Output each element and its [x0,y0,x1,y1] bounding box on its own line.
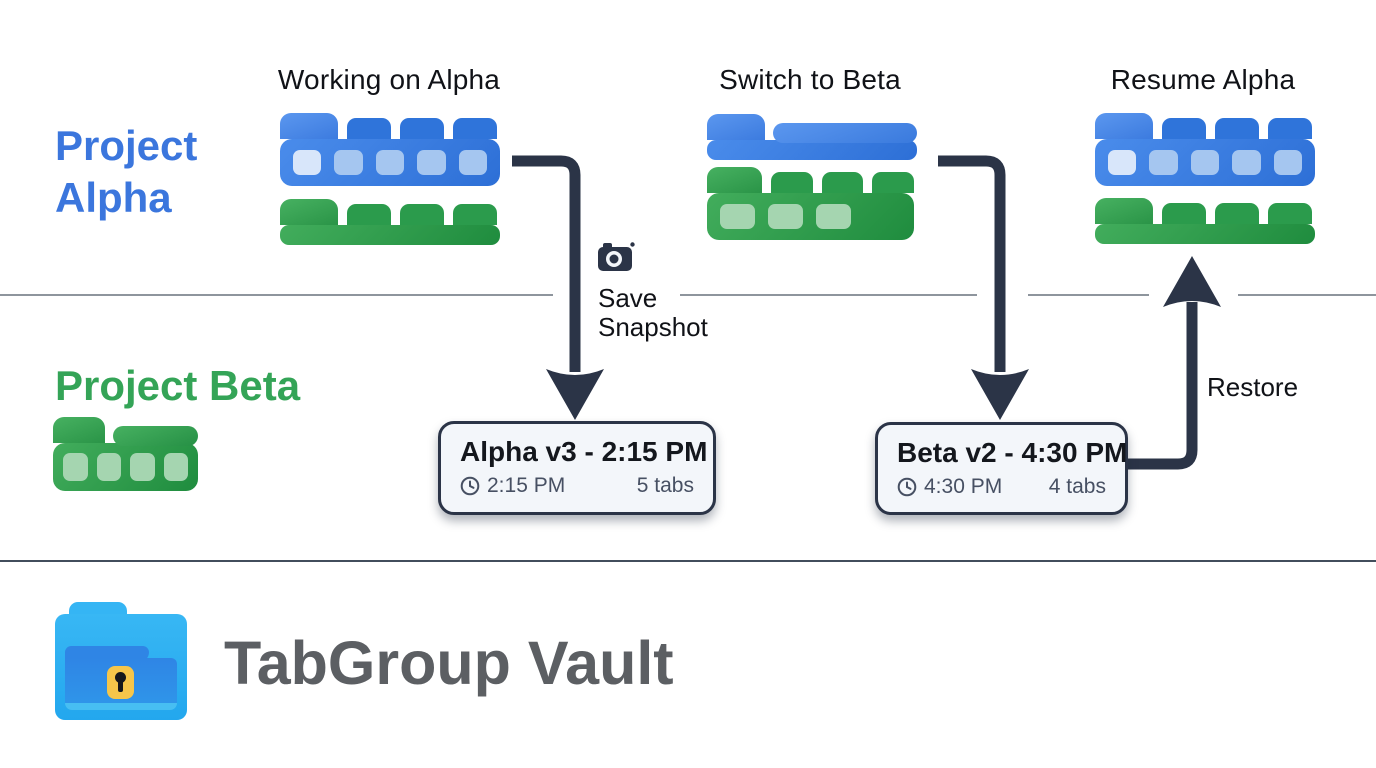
beta-tabgroup-active-icon [707,167,915,240]
stage-label-working-on-alpha: Working on Alpha [277,64,501,95]
browser-tab [417,150,446,175]
folder-tab [707,167,762,193]
browser-tab [1149,150,1178,175]
arrowhead-down [546,369,604,420]
alpha-tabgroup-active-icon [280,113,500,186]
browser-tab [163,453,188,481]
save-snapshot-annotation: Save Snapshot [598,240,748,343]
lane-label-project-beta: Project Beta [55,362,301,409]
vault-folder-lock-icon [55,602,187,720]
snapshot-tab-count: 5 tabs [636,474,694,497]
beta-tabgroup-collapsed-icon [280,199,500,245]
snapshot-title: Beta v2 - 4:30 PM [897,437,1128,468]
folder-tab [707,114,765,140]
snapshot-time: 2:15 PM [487,474,566,497]
browser-tab [130,453,155,481]
camera-icon [598,242,635,271]
browser-tab [816,204,851,229]
arrowhead-up [1163,256,1221,307]
browser-tab [334,150,363,175]
save-beta-arrow [938,155,1006,372]
app-title: TabGroup Vault [224,629,674,697]
lane-divider-segment [680,294,977,296]
footer-divider [0,560,1376,562]
lane-divider-segment [1238,294,1376,296]
folder-tab [1095,113,1153,139]
browser-tab [1273,150,1303,175]
lane-divider-segment [0,294,553,296]
browser-tab [1232,150,1261,175]
snapshot-card-alpha: Alpha v3 - 2:15 PM 2:15 PM 5 tabs [438,421,716,515]
snapshot-time: 4:30 PM [924,475,1003,498]
alpha-tabgroup-restored-icon [1095,113,1315,186]
browser-tab [375,150,405,175]
clock-icon [897,477,917,497]
project-beta-folder-icon [53,417,198,491]
browser-tab [1108,150,1137,175]
browser-tab [63,453,88,481]
folder-tab [53,417,105,443]
browser-tab [1190,150,1220,175]
lock-keyhole-icon [107,666,134,699]
alpha-tabgroup-collapsed-icon [707,114,917,160]
stage-label-switch-to-beta: Switch to Beta [719,64,901,95]
beta-tabgroup-collapsed-icon [1095,198,1315,244]
browser-tab [720,204,755,229]
folder-tab [280,199,338,225]
arrowhead-down [971,369,1029,420]
lane-divider-segment [1028,294,1149,296]
restore-label: Restore [1207,372,1299,402]
snapshot-card-beta: Beta v2 - 4:30 PM 4:30 PM 4 tabs [875,422,1128,515]
lane-label-project-alpha: Project Alpha [55,122,198,221]
restore-arrow [1128,302,1198,470]
snapshot-tab-count: 4 tabs [1048,475,1106,498]
clock-icon [460,476,480,496]
folder-tab [280,113,338,139]
stage-label-resume-alpha: Resume Alpha [1110,64,1296,95]
browser-tab [768,204,803,229]
save-alpha-arrow [512,155,581,372]
browser-tab [96,453,121,481]
browser-tab [458,150,488,175]
save-snapshot-label: Save Snapshot [598,283,708,343]
folder-tab [1095,198,1153,224]
snapshot-title: Alpha v3 - 2:15 PM [460,436,708,467]
browser-tab [293,150,322,175]
